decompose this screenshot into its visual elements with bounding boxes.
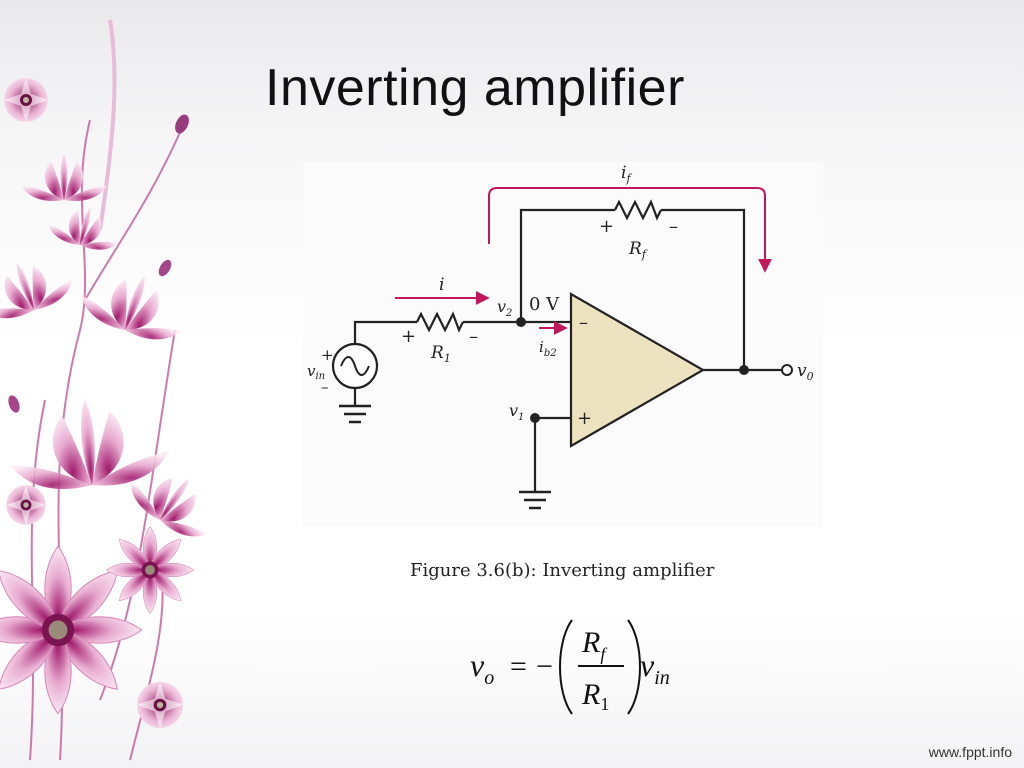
junction-output	[739, 365, 749, 375]
floral-decoration	[0, 19, 227, 761]
op-amp	[569, 292, 706, 448]
label-ib2: ib2	[539, 338, 557, 359]
rf-resistor	[614, 199, 662, 221]
rf-plus: +	[599, 216, 614, 237]
label-v1: v1	[509, 401, 524, 423]
output-terminal	[781, 364, 793, 376]
label-i: i	[439, 275, 444, 295]
slide-title: Inverting amplifier	[265, 59, 685, 117]
r1-minus: –	[469, 326, 478, 347]
formula-equals: =	[510, 650, 527, 683]
label-vo: v0	[797, 361, 814, 383]
label-vin: vin	[307, 362, 325, 382]
rf-minus: –	[669, 216, 678, 237]
feedback-current-arrow	[488, 187, 772, 273]
opamp-plus: +	[577, 408, 592, 429]
formula-negative: −	[536, 650, 553, 683]
formula-r1: R1	[581, 678, 609, 714]
formula-rf: Rf	[581, 626, 608, 664]
label-r1: R1	[430, 343, 451, 365]
sine-icon	[340, 356, 370, 376]
label-if: if	[621, 163, 632, 185]
ground-icon	[519, 490, 551, 510]
formula-vin: vin	[640, 647, 670, 689]
gain-formula: vo = − Rf R1 vin	[470, 619, 670, 715]
inverting-amplifier-circuit: – +	[307, 163, 814, 510]
watermark: www.fppt.info	[928, 744, 1012, 760]
circuit-wires	[353, 208, 781, 492]
right-paren	[627, 619, 641, 715]
label-zero-v: 0 V	[529, 294, 560, 315]
figure-caption: Figure 3.6(b): Inverting amplifier	[410, 560, 715, 581]
opamp-minus: –	[579, 312, 588, 333]
label-v2: v2	[497, 297, 512, 319]
junction-v2	[516, 317, 526, 327]
r1-resistor	[416, 311, 464, 333]
left-paren	[559, 619, 573, 715]
circuit-figure: – +	[303, 162, 823, 527]
junction-v1	[530, 413, 540, 423]
r1-plus: +	[401, 326, 416, 347]
ground-icon	[339, 404, 371, 424]
vin-minus: –	[321, 378, 329, 396]
vin-plus: +	[321, 346, 334, 364]
formula-vo: vo	[470, 647, 494, 689]
label-rf: Rf	[628, 239, 648, 261]
